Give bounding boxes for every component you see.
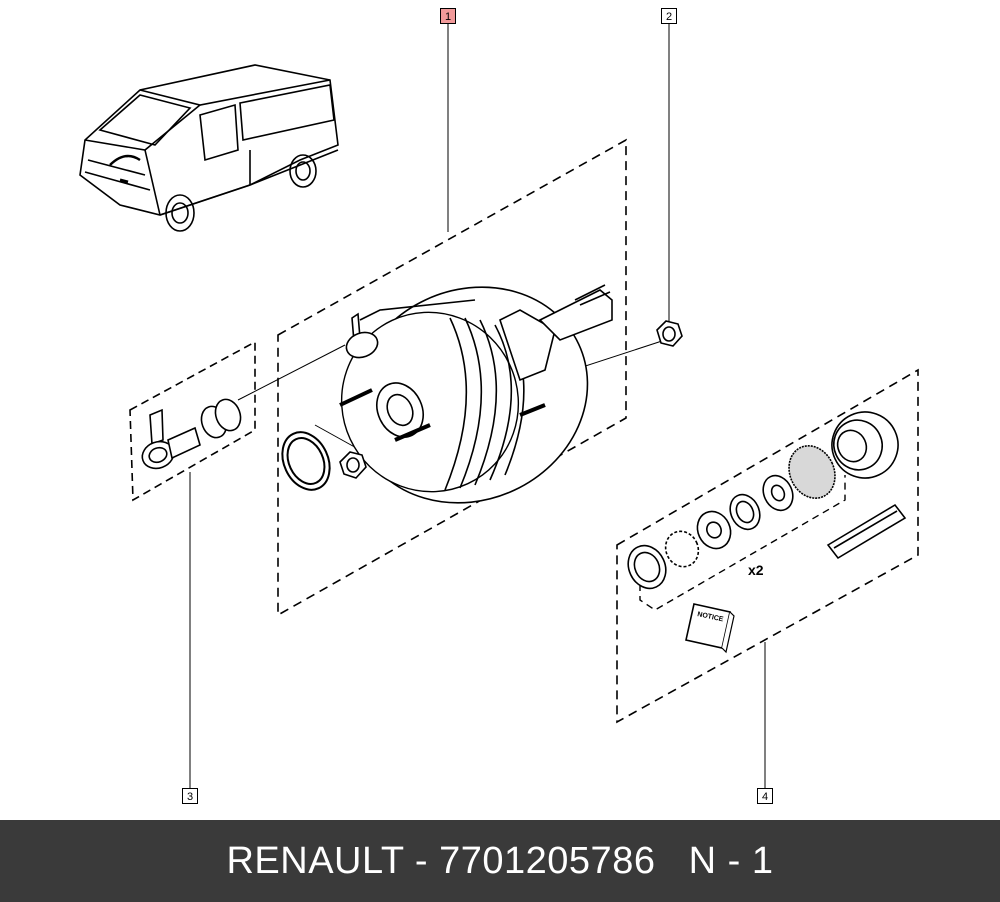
leader-lines [189, 24, 766, 788]
booklet-illustration: NOTICE [685, 603, 735, 654]
seal-ring [281, 431, 331, 491]
footer-bar: RENAULT - 7701205786 N - 1 [0, 820, 1000, 902]
qty-label: x2 [748, 562, 764, 578]
callout-3[interactable]: 3 [182, 788, 198, 804]
footer-gap [655, 840, 688, 882]
group-3-boundary [129, 340, 256, 502]
hex-nut-2 [656, 320, 683, 347]
footer-part-number: 7701205786 [439, 840, 656, 882]
group-1-boundary [277, 138, 627, 617]
callout-2[interactable]: 2 [661, 8, 677, 24]
footer-brand: RENAULT [226, 840, 404, 882]
hex-nut-1 [339, 451, 367, 479]
footer-separator: - [403, 840, 440, 882]
repair-kit [627, 411, 907, 590]
callout-4[interactable]: 4 [757, 788, 773, 804]
brake-servo-illustration [339, 284, 613, 504]
check-valve [141, 398, 242, 470]
callout-1[interactable]: 1 [440, 8, 456, 24]
parts-diagram: x2 NOTICE [79, 24, 919, 788]
footer-ref: N - 1 [688, 840, 774, 882]
group-4-inner-boundary [639, 475, 846, 611]
group-4-boundary [616, 368, 919, 724]
van-illustration [79, 64, 339, 232]
